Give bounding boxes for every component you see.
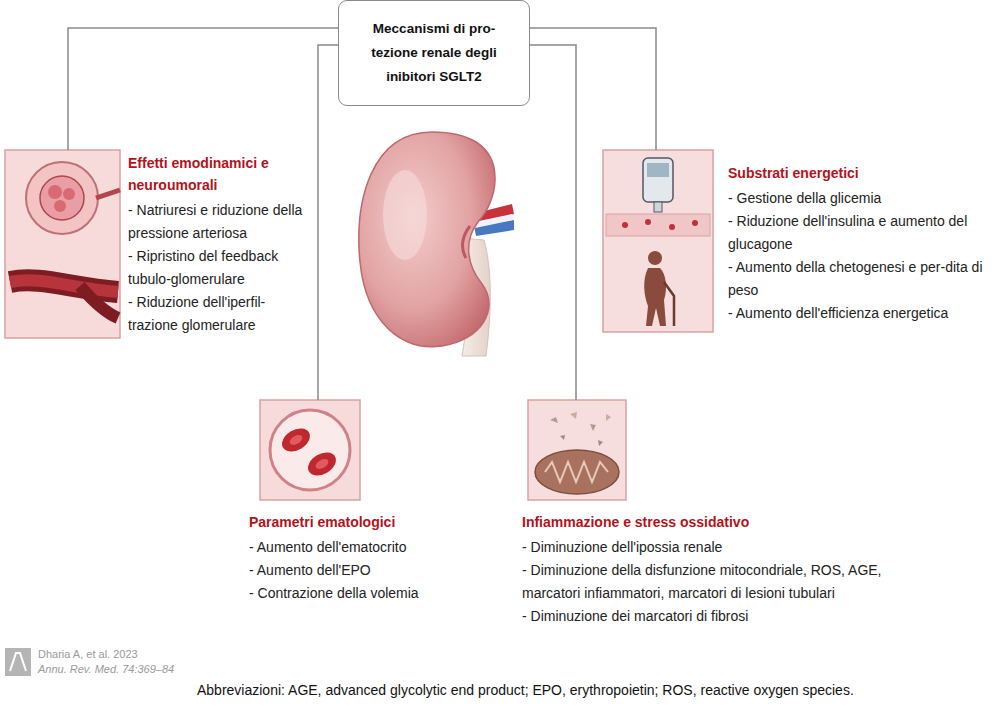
- image-frame: [603, 150, 713, 332]
- bullet-text: - Contrazione della volemia: [249, 582, 461, 605]
- debris-fragment: [590, 424, 596, 431]
- person-body: [644, 268, 666, 326]
- group-heading: Substrati energetici: [728, 162, 1000, 184]
- test-strip: [654, 202, 662, 212]
- mitochondrion-shape: [535, 450, 619, 494]
- logo-square: [5, 648, 31, 676]
- publisher-logo: [5, 648, 31, 676]
- hematologic-image: [260, 400, 360, 500]
- capillary-loop: [54, 200, 66, 212]
- connector-line: [68, 28, 338, 150]
- bullet-text: - Gestione della glicemia: [728, 187, 1000, 210]
- bullet-text: - Natriuresi e riduzione della pressione…: [128, 199, 312, 245]
- arteriole-line: [96, 190, 120, 198]
- mechanism-group: Effetti emodinamici e neuroumorali- Natr…: [5, 150, 315, 340]
- bullet-text: - Aumento dell'EPO: [249, 559, 461, 582]
- debris-fragment: [560, 435, 565, 440]
- citation-text: Dharia A, et al. 2023: [38, 648, 138, 660]
- hilum-shape: [463, 226, 470, 258]
- connector-line: [318, 45, 338, 400]
- kidney-illustration: [359, 132, 514, 356]
- debris-fragment: [598, 440, 603, 446]
- cell-dot: [669, 224, 675, 230]
- image-frame: [260, 400, 360, 500]
- energy-image: [603, 150, 713, 332]
- debris-fragment: [570, 412, 577, 419]
- capillary-loop: [48, 185, 62, 199]
- kidney-shape: [359, 132, 495, 347]
- red-blood-cell: [278, 424, 314, 456]
- vessel-branch: [80, 286, 118, 318]
- bullet-text: - Diminuzione dell'ipossia renale: [522, 536, 914, 559]
- inflammation-image: [528, 400, 626, 500]
- bullet-text: - Aumento dell'efficienza energetica: [728, 302, 1000, 325]
- bullet-text: - Diminuzione dei marcatori di fibrosi: [522, 605, 914, 628]
- red-blood-cell: [304, 448, 340, 480]
- connector-line: [530, 28, 656, 150]
- text-column: Infiammazione e stress ossidativo - Dimin…: [522, 511, 914, 628]
- logo-mark: [10, 653, 26, 671]
- mechanism-group: Substrati energetici - Gestione della gli…: [600, 150, 1005, 335]
- capillary-loop: [63, 188, 75, 200]
- person-head: [648, 251, 662, 265]
- glomerulus-capsule: [26, 162, 98, 234]
- glucometer-body: [643, 158, 673, 202]
- vessel-section: [270, 410, 350, 490]
- text-column: Parametri ematologici - Aumento dell'emat…: [249, 511, 461, 605]
- group-heading: Effetti emodinamici e neuroumorali: [128, 152, 312, 196]
- walking-cane: [664, 282, 674, 326]
- text-column: Substrati energetici - Gestione della gli…: [728, 162, 1000, 325]
- mechanism-group: Parametri ematologici - Aumento dell'emat…: [247, 400, 462, 600]
- mitochondrion-cristae: [545, 462, 608, 482]
- hemodynamic-image: [5, 150, 120, 338]
- image-frame: [528, 400, 626, 500]
- text-column: Effetti emodinamici e neuroumorali- Natr…: [128, 152, 312, 337]
- group-heading: Parametri ematologici: [249, 511, 461, 533]
- vessel-wall: [10, 280, 118, 292]
- debris-fragment: [550, 417, 558, 423]
- glucometer-screen: [647, 163, 669, 177]
- image-frame: [5, 150, 120, 338]
- blood-band: [606, 214, 710, 236]
- vessel-lumen: [10, 280, 118, 292]
- bullet-text: - Ripristino del feedback tubulo-glomeru…: [128, 245, 312, 291]
- debris-fragment: [606, 414, 611, 421]
- root-title: Meccanismi di pro-tezione renale degli i…: [353, 17, 515, 89]
- mechanism-group: Infiammazione e stress ossidativo - Dimin…: [520, 400, 920, 645]
- connector-line: [530, 45, 576, 400]
- bullet-text: - Riduzione dell'insulina e aumento del …: [728, 210, 1000, 256]
- bullet-text: - Riduzione dell'iperfil-trazione glomer…: [128, 291, 312, 337]
- abbreviation-note: Abbreviazioni: AGE, advanced glycolytic …: [197, 682, 854, 698]
- kidney-highlight: [383, 170, 427, 260]
- bullet-text: - Aumento della chetogenesi e per-dita d…: [728, 256, 1000, 302]
- cell-dot: [692, 220, 698, 226]
- cell-center: [314, 457, 330, 471]
- cell-dot: [645, 219, 651, 225]
- group-heading: Infiammazione e stress ossidativo: [522, 511, 914, 533]
- bullet-text: - Diminuzione della disfunzione mitocond…: [522, 559, 914, 605]
- citation-text: Annu. Rev. Med. 74:369–84: [38, 663, 174, 675]
- cell-dot: [622, 222, 628, 228]
- root-box: Meccanismi di pro-tezione renale degli i…: [338, 0, 530, 106]
- glomerulus-tuft: [40, 176, 84, 220]
- cell-center: [288, 433, 304, 447]
- bullet-text: - Aumento dell'ematocrito: [249, 536, 461, 559]
